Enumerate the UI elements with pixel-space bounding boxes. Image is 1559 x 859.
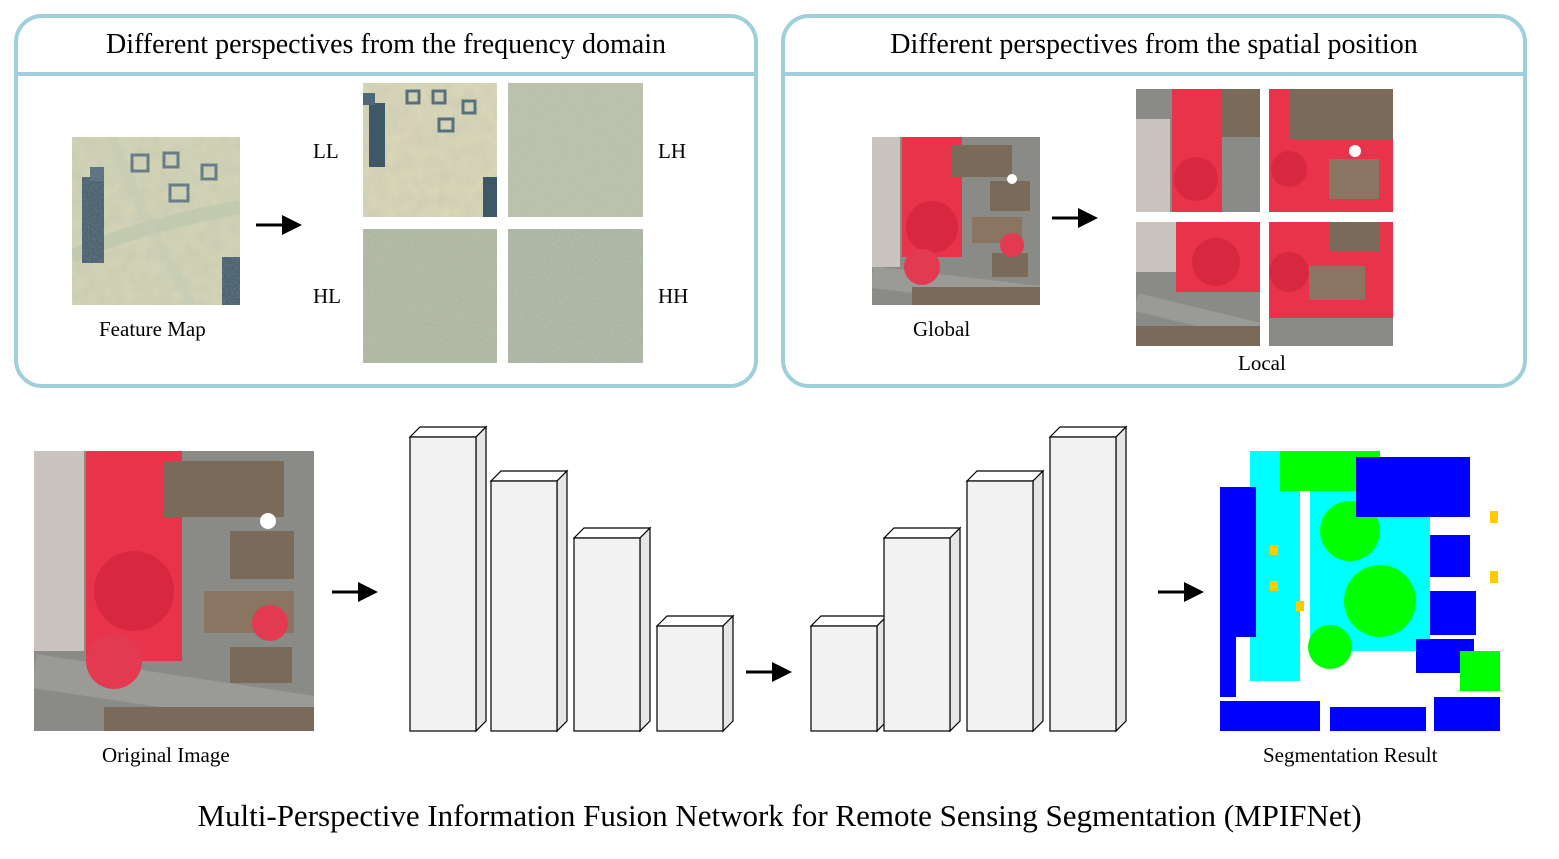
arrow-right-icon — [746, 662, 792, 682]
arrow-right-icon — [1158, 582, 1204, 602]
figure-caption: Multi-Perspective Information Fusion Net… — [197, 798, 1362, 833]
decoder-block-2 — [882, 526, 962, 733]
feature-map-label: Feature Map — [99, 317, 206, 341]
global-label: Global — [913, 317, 971, 341]
global-aerial-image — [872, 137, 1040, 305]
hl-band-image — [363, 229, 497, 363]
encoder-block-1 — [408, 425, 488, 733]
arrow-right-icon — [332, 582, 378, 602]
arrow-right-icon — [256, 215, 302, 235]
decoder-block-4 — [1048, 425, 1128, 733]
feature-map-image — [72, 137, 240, 305]
hh-band-image — [508, 229, 643, 363]
decoder-block-3 — [965, 469, 1045, 733]
hl-label: HL — [313, 284, 341, 308]
ll-band-image — [363, 83, 497, 217]
segmentation-result-image — [1220, 451, 1500, 731]
original-image — [34, 451, 314, 731]
lh-band-image — [508, 83, 643, 217]
segmentation-result-label: Segmentation Result — [1263, 743, 1438, 767]
spatial-panel-title: Different perspectives from the spatial … — [785, 18, 1523, 76]
local-patch-top-right — [1269, 89, 1393, 212]
original-image-label: Original Image — [102, 743, 230, 767]
hh-label: HH — [658, 284, 689, 308]
local-patch-bottom-right — [1269, 222, 1393, 346]
local-label: Local — [1238, 351, 1286, 375]
arrow-right-icon — [1052, 208, 1098, 228]
encoder-block-3 — [572, 526, 652, 733]
local-patch-top-left — [1136, 89, 1260, 212]
encoder-block-2 — [489, 469, 569, 733]
local-patch-bottom-left — [1136, 222, 1260, 346]
frequency-panel-title: Different perspectives from the frequenc… — [18, 18, 754, 76]
decoder-block-1 — [809, 614, 889, 733]
encoder-block-4 — [655, 614, 735, 733]
lh-label: LH — [658, 139, 686, 163]
ll-label: LL — [313, 139, 339, 163]
